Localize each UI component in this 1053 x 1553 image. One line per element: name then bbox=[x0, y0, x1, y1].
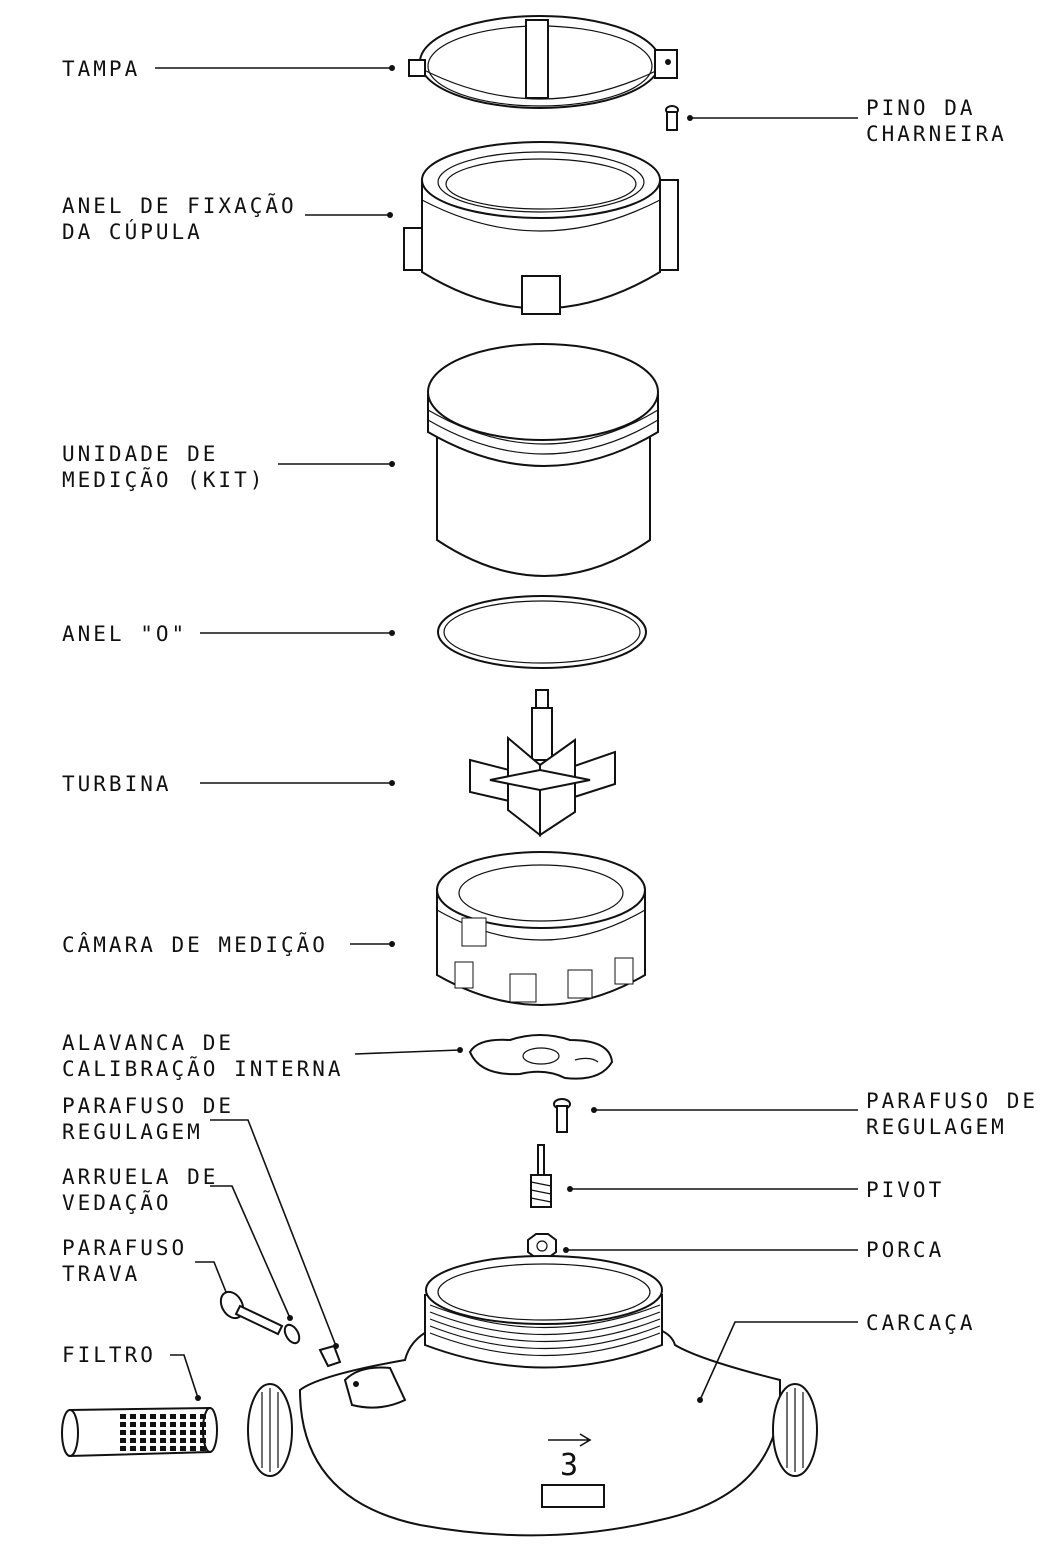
label-line: CALIBRAÇÃO INTERNA bbox=[62, 1057, 344, 1081]
turbina-part bbox=[469, 689, 616, 838]
carcaca-part bbox=[247, 1255, 818, 1537]
parafuso-de-regulagem-right-part bbox=[553, 1098, 571, 1133]
label-anel-o: ANEL "O" bbox=[62, 621, 187, 647]
arruela-de-vedacao-part bbox=[283, 1323, 301, 1345]
label-camara-de-medicao: CÂMARA DE MEDIÇÃO bbox=[62, 932, 328, 958]
label-line: CHARNEIRA bbox=[866, 122, 1007, 146]
label-line: CARCAÇA bbox=[866, 1311, 976, 1335]
anel-de-fixacao-part bbox=[403, 141, 679, 315]
label-line: CÂMARA DE MEDIÇÃO bbox=[62, 933, 328, 957]
filtro-part bbox=[61, 1406, 218, 1458]
porca-part bbox=[527, 1233, 557, 1259]
unidade-de-medicao-part bbox=[427, 343, 659, 577]
label-line: PARAFUSO DE bbox=[62, 1094, 235, 1118]
label-line: TAMPA bbox=[62, 57, 141, 81]
label-line: PIVOT bbox=[866, 1178, 945, 1202]
label-line: DA CÚPULA bbox=[62, 220, 203, 244]
label-turbina: TURBINA bbox=[62, 771, 172, 797]
tampa-part bbox=[408, 15, 678, 109]
label-porca: PORCA bbox=[866, 1237, 944, 1263]
parafuso-de-regulagem-left-part bbox=[318, 1344, 342, 1368]
label-line: REGULAGEM bbox=[62, 1120, 203, 1144]
label-pivot: PIVOT bbox=[866, 1177, 944, 1203]
label-line: REGULAGEM bbox=[866, 1115, 1007, 1139]
label-filtro: FILTRO bbox=[62, 1342, 156, 1368]
label-line: ALAVANCA DE bbox=[62, 1031, 235, 1055]
label-line: PARAFUSO DE bbox=[866, 1089, 1039, 1113]
label-line: FILTRO bbox=[62, 1343, 156, 1367]
parafuso-trava-part bbox=[219, 1290, 284, 1336]
body-marking: 3 bbox=[560, 1448, 579, 1483]
pivot-part bbox=[530, 1144, 552, 1208]
label-line: PINO DA bbox=[866, 96, 976, 120]
pino-da-charneira-part bbox=[665, 105, 679, 131]
alavanca-de-calibracao-part bbox=[468, 1034, 614, 1080]
label-carcaca: CARCAÇA bbox=[866, 1310, 976, 1336]
anel-o-part bbox=[437, 595, 647, 669]
label-line: PARAFUSO bbox=[62, 1236, 188, 1260]
label-line: ARRUELA DE bbox=[62, 1165, 219, 1189]
leader-lines bbox=[155, 65, 858, 1403]
label-line: ANEL "O" bbox=[62, 622, 188, 646]
label-line: TRAVA bbox=[62, 1262, 141, 1286]
label-tampa: TAMPA bbox=[62, 56, 140, 82]
label-line: PORCA bbox=[866, 1238, 945, 1262]
label-line: MEDIÇÃO (KIT) bbox=[62, 468, 266, 492]
camara-de-medicao-part bbox=[436, 851, 646, 1006]
label-line: VEDAÇÃO bbox=[62, 1191, 172, 1215]
label-line: UNIDADE DE bbox=[62, 442, 219, 466]
label-line: ANEL DE FIXAÇÃO bbox=[62, 194, 297, 218]
label-line: TURBINA bbox=[62, 772, 172, 796]
